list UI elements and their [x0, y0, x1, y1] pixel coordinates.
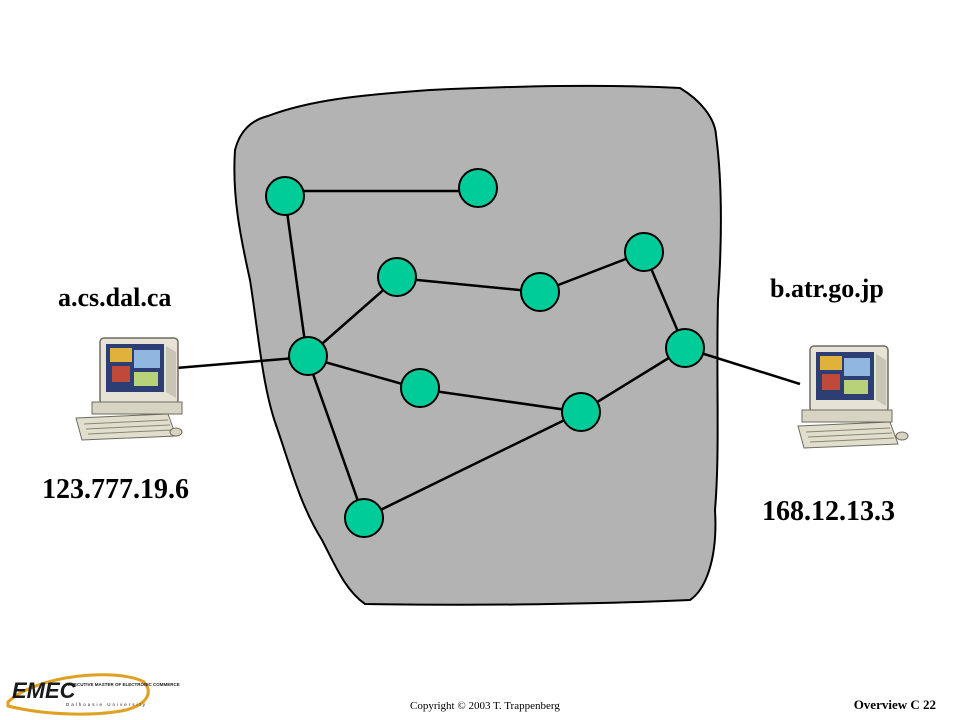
- copyright-text: Copyright © 2003 T. Trappenberg: [410, 700, 560, 712]
- link: [580, 346, 686, 414]
- link: [396, 276, 541, 294]
- router-node: [400, 368, 440, 408]
- router-node: [624, 232, 664, 272]
- right-host-name: b.atr.go.jp: [770, 274, 884, 303]
- desktop-computer-icon: [797, 345, 909, 449]
- router-node: [265, 176, 305, 216]
- router-node: [520, 272, 560, 312]
- router-node: [561, 392, 601, 432]
- link-right-host: [684, 346, 801, 386]
- network-cloud: [233, 84, 722, 606]
- link: [363, 410, 582, 520]
- desktop-computer-icon: [75, 337, 183, 441]
- network-links: [175, 189, 801, 520]
- left-host-ip: 123.777.19.6: [42, 474, 189, 505]
- slide-number: Overview C 22: [853, 697, 936, 712]
- left-host-name: a.cs.dal.ca: [58, 283, 172, 312]
- router-node: [377, 257, 417, 297]
- router-node: [665, 328, 705, 368]
- logo-mark: EMEC: [12, 678, 77, 703]
- link-left-host: [175, 355, 308, 370]
- link: [419, 387, 582, 414]
- right-host-ip: 168.12.13.3: [762, 496, 895, 527]
- link: [283, 196, 309, 358]
- router-node: [458, 168, 498, 208]
- logo-sub: Dalhousie University: [66, 702, 147, 707]
- router-node: [344, 498, 384, 538]
- router-node: [288, 336, 328, 376]
- logo-tagline: EXECUTIVE MASTER OF ELECTRONIC COMMERCE: [68, 682, 180, 687]
- emec-logo: EMEC EXECUTIVE MASTER OF ELECTRONIC COMM…: [6, 673, 180, 716]
- link: [305, 356, 366, 519]
- network-nodes: [265, 168, 705, 538]
